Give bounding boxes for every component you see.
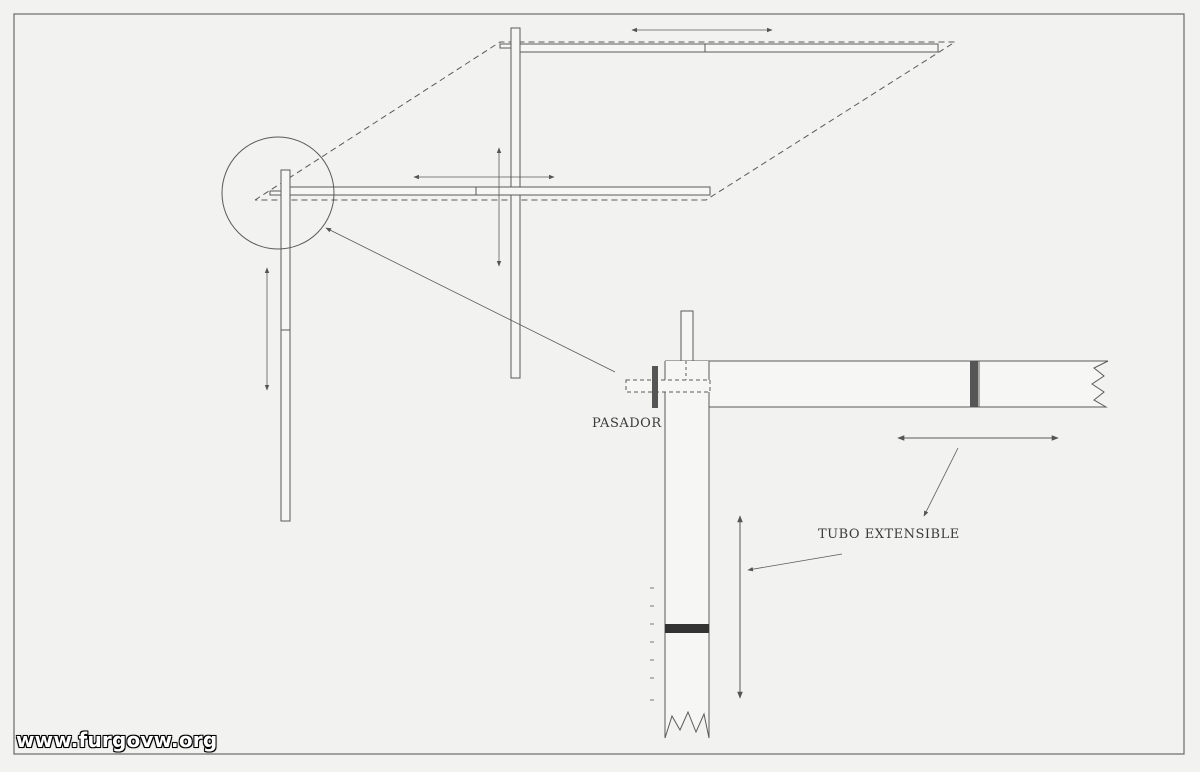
label-leader-vertical (747, 553, 843, 572)
lower-vertical-tube (280, 169, 291, 522)
page-border (13, 13, 1185, 755)
upper-vertical-tube (510, 27, 521, 379)
upper-horizontal-tube (517, 43, 939, 53)
tubo-extensible-label: TUBO EXTENSIBLE (818, 527, 960, 542)
top-stub-tube (680, 310, 694, 362)
pin-rod (625, 379, 711, 393)
horizontal-arm-tube (665, 360, 1109, 408)
watermark-text: www.furgovw.org (16, 728, 218, 752)
horizontal-joint-band (970, 361, 978, 407)
vertical-joint-band (665, 624, 709, 633)
dashed-extension-outline (254, 41, 957, 201)
detail-leader-line (325, 227, 616, 373)
pin-washer (652, 366, 658, 408)
pasador-label: PASADOR (592, 416, 662, 431)
lower-horizontal-tube (289, 186, 711, 196)
vertical-arm-tube (664, 361, 710, 739)
overview-sketch (221, 27, 957, 522)
label-leader-horizontal (923, 447, 959, 517)
detail-circle (221, 136, 335, 250)
scale-ticks (650, 587, 654, 701)
detail-sketch (625, 310, 1109, 739)
